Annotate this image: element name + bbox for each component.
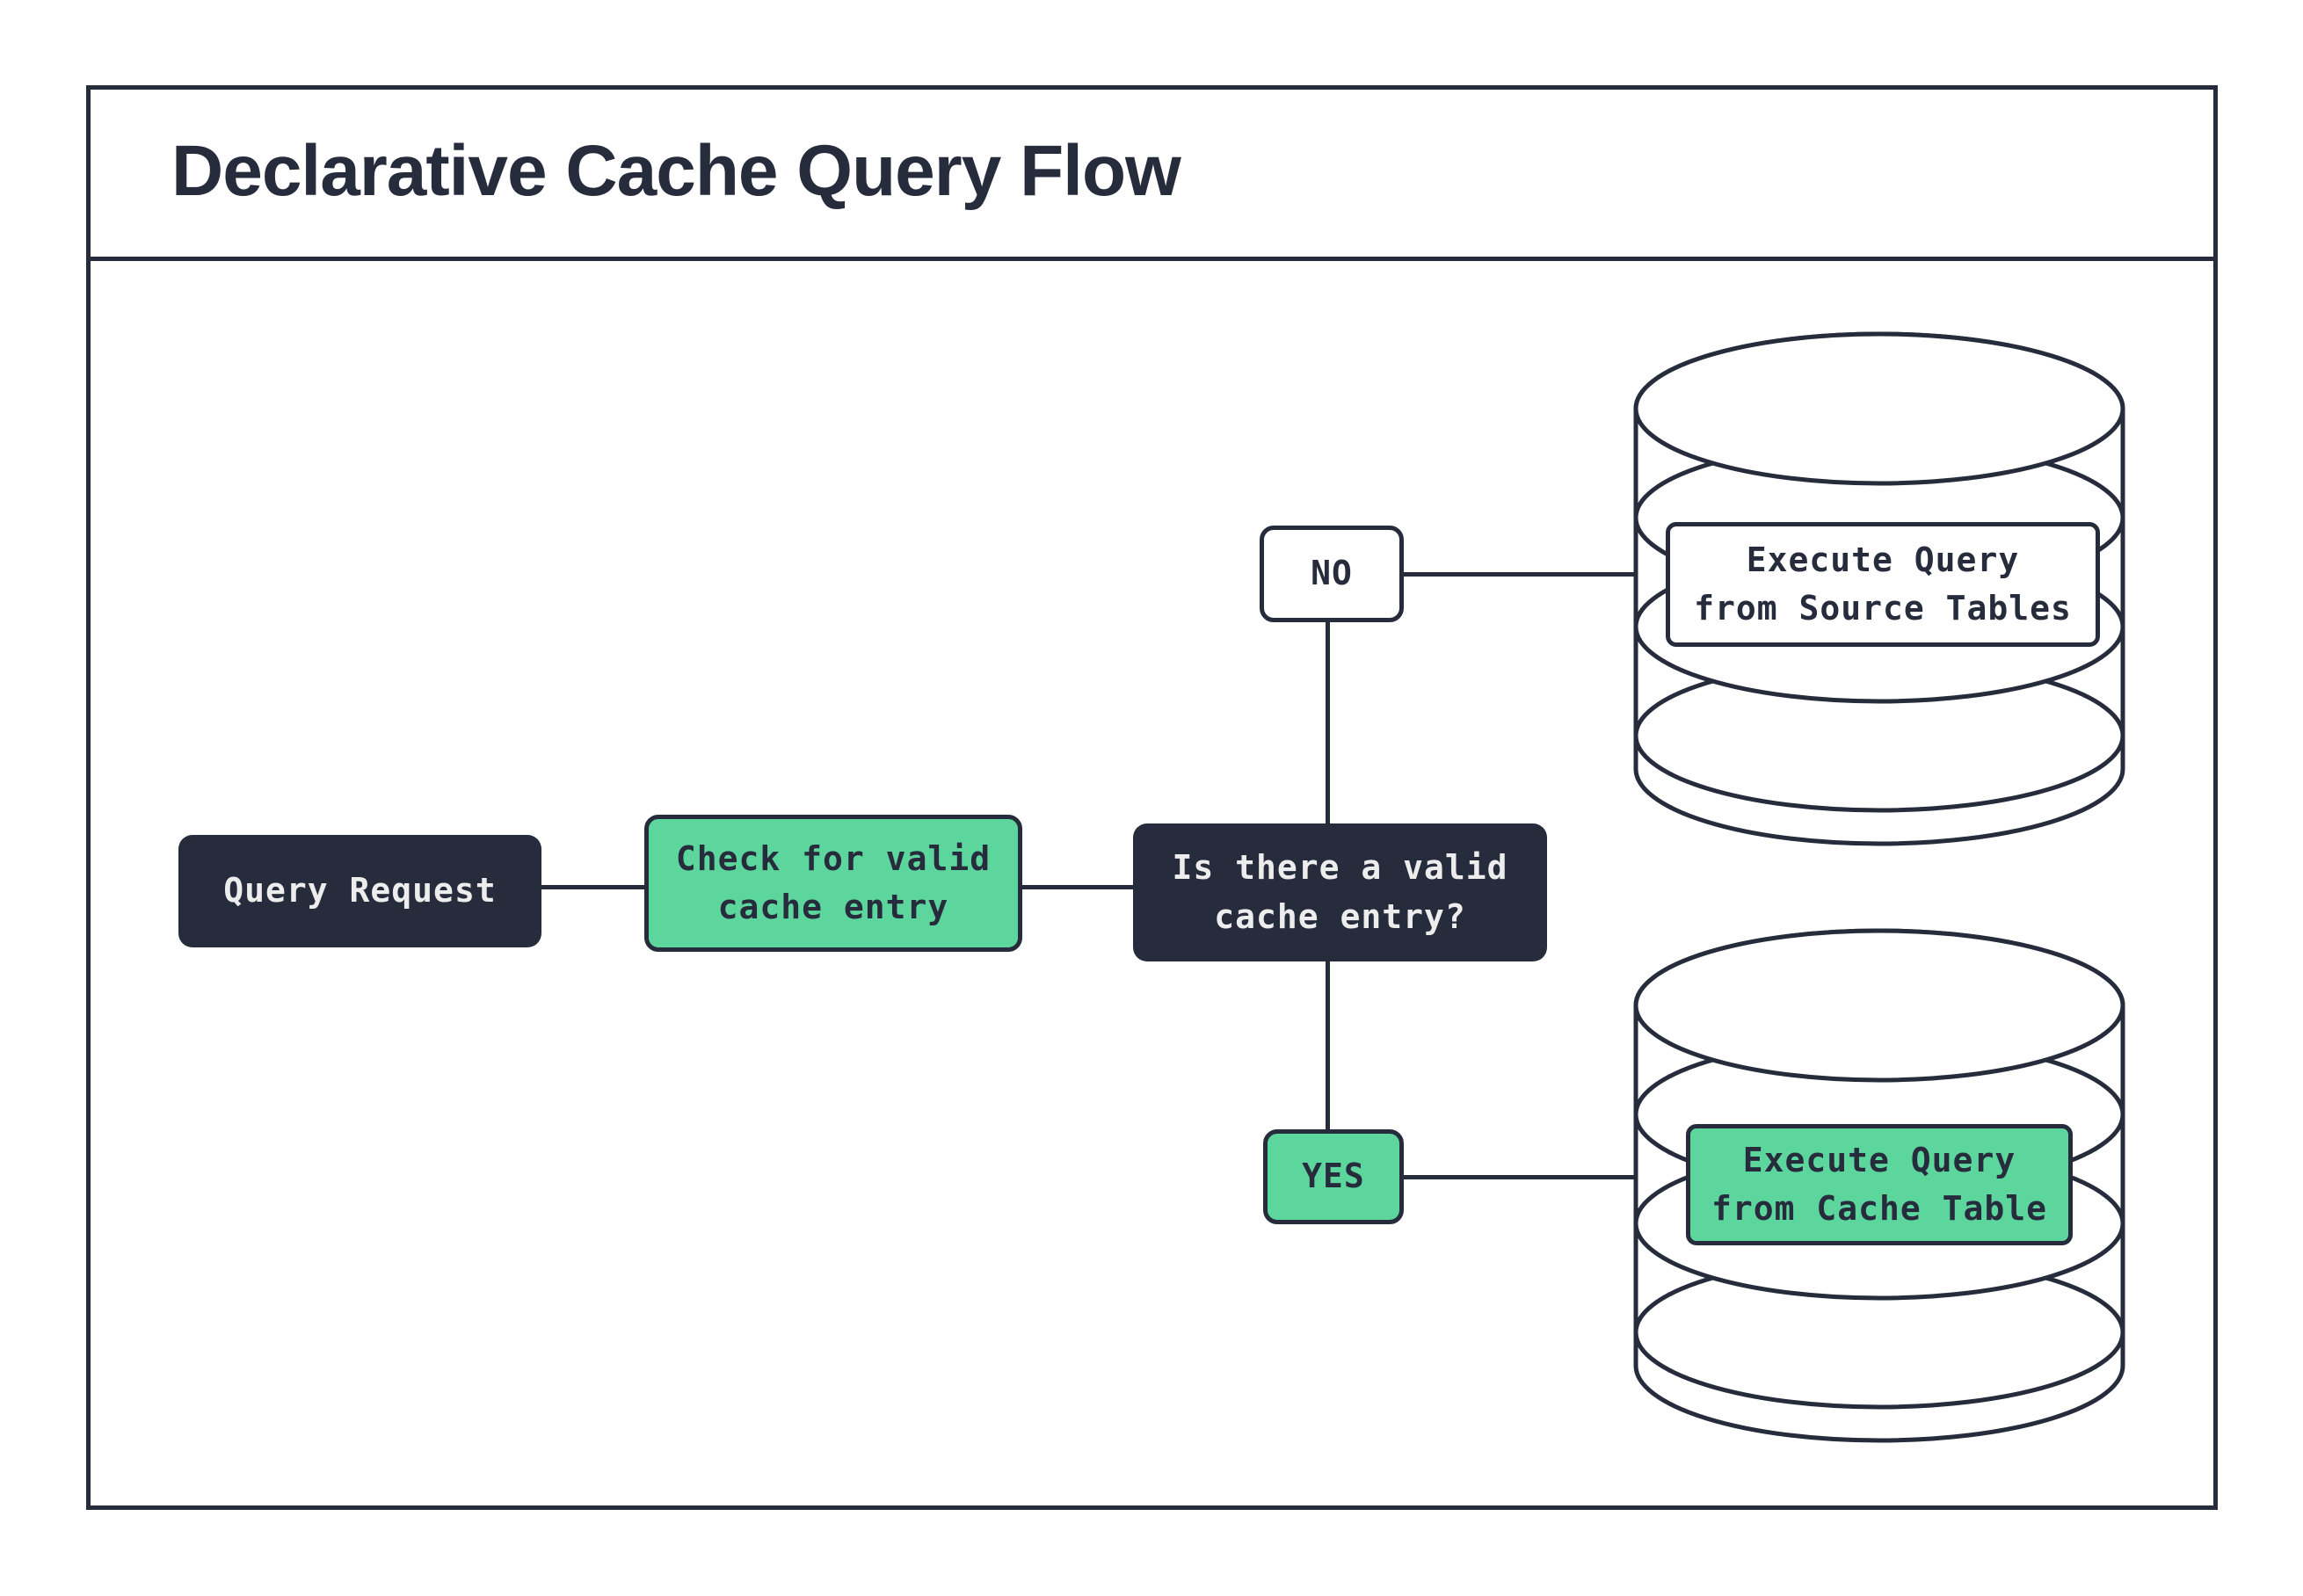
cylinder-top-ellipse [1633, 331, 2125, 486]
cylinder-top-ellipse [1633, 928, 2125, 1083]
source-db-action-label: Execute Query from Source Tables [1666, 522, 2100, 647]
flow-node-query-request: Query Request [178, 835, 541, 947]
cylinder-sides [1633, 409, 2125, 769]
connector-yes-to-cache-db [1398, 1175, 1640, 1179]
cylinder-sides [1633, 1005, 2125, 1366]
flow-node-decision: Is there a valid cache entry? [1133, 823, 1547, 961]
connector-check-to-decision [1011, 885, 1143, 889]
flow-branch-yes: YES [1263, 1129, 1404, 1224]
cache-db-action-label: Execute Query from Cache Table [1686, 1124, 2073, 1245]
page-title: Declarative Cache Query Flow [171, 130, 1181, 211]
connector-decision-to-no [1326, 615, 1330, 831]
flow-node-check-cache: Check for valid cache entry [644, 815, 1022, 952]
connector-no-to-source-db [1398, 572, 1640, 577]
connector-decision-to-yes [1326, 954, 1330, 1138]
title-bar: Declarative Cache Query Flow [86, 85, 2218, 261]
connector-query-to-check [527, 885, 655, 889]
flow-branch-no: NO [1260, 526, 1404, 622]
